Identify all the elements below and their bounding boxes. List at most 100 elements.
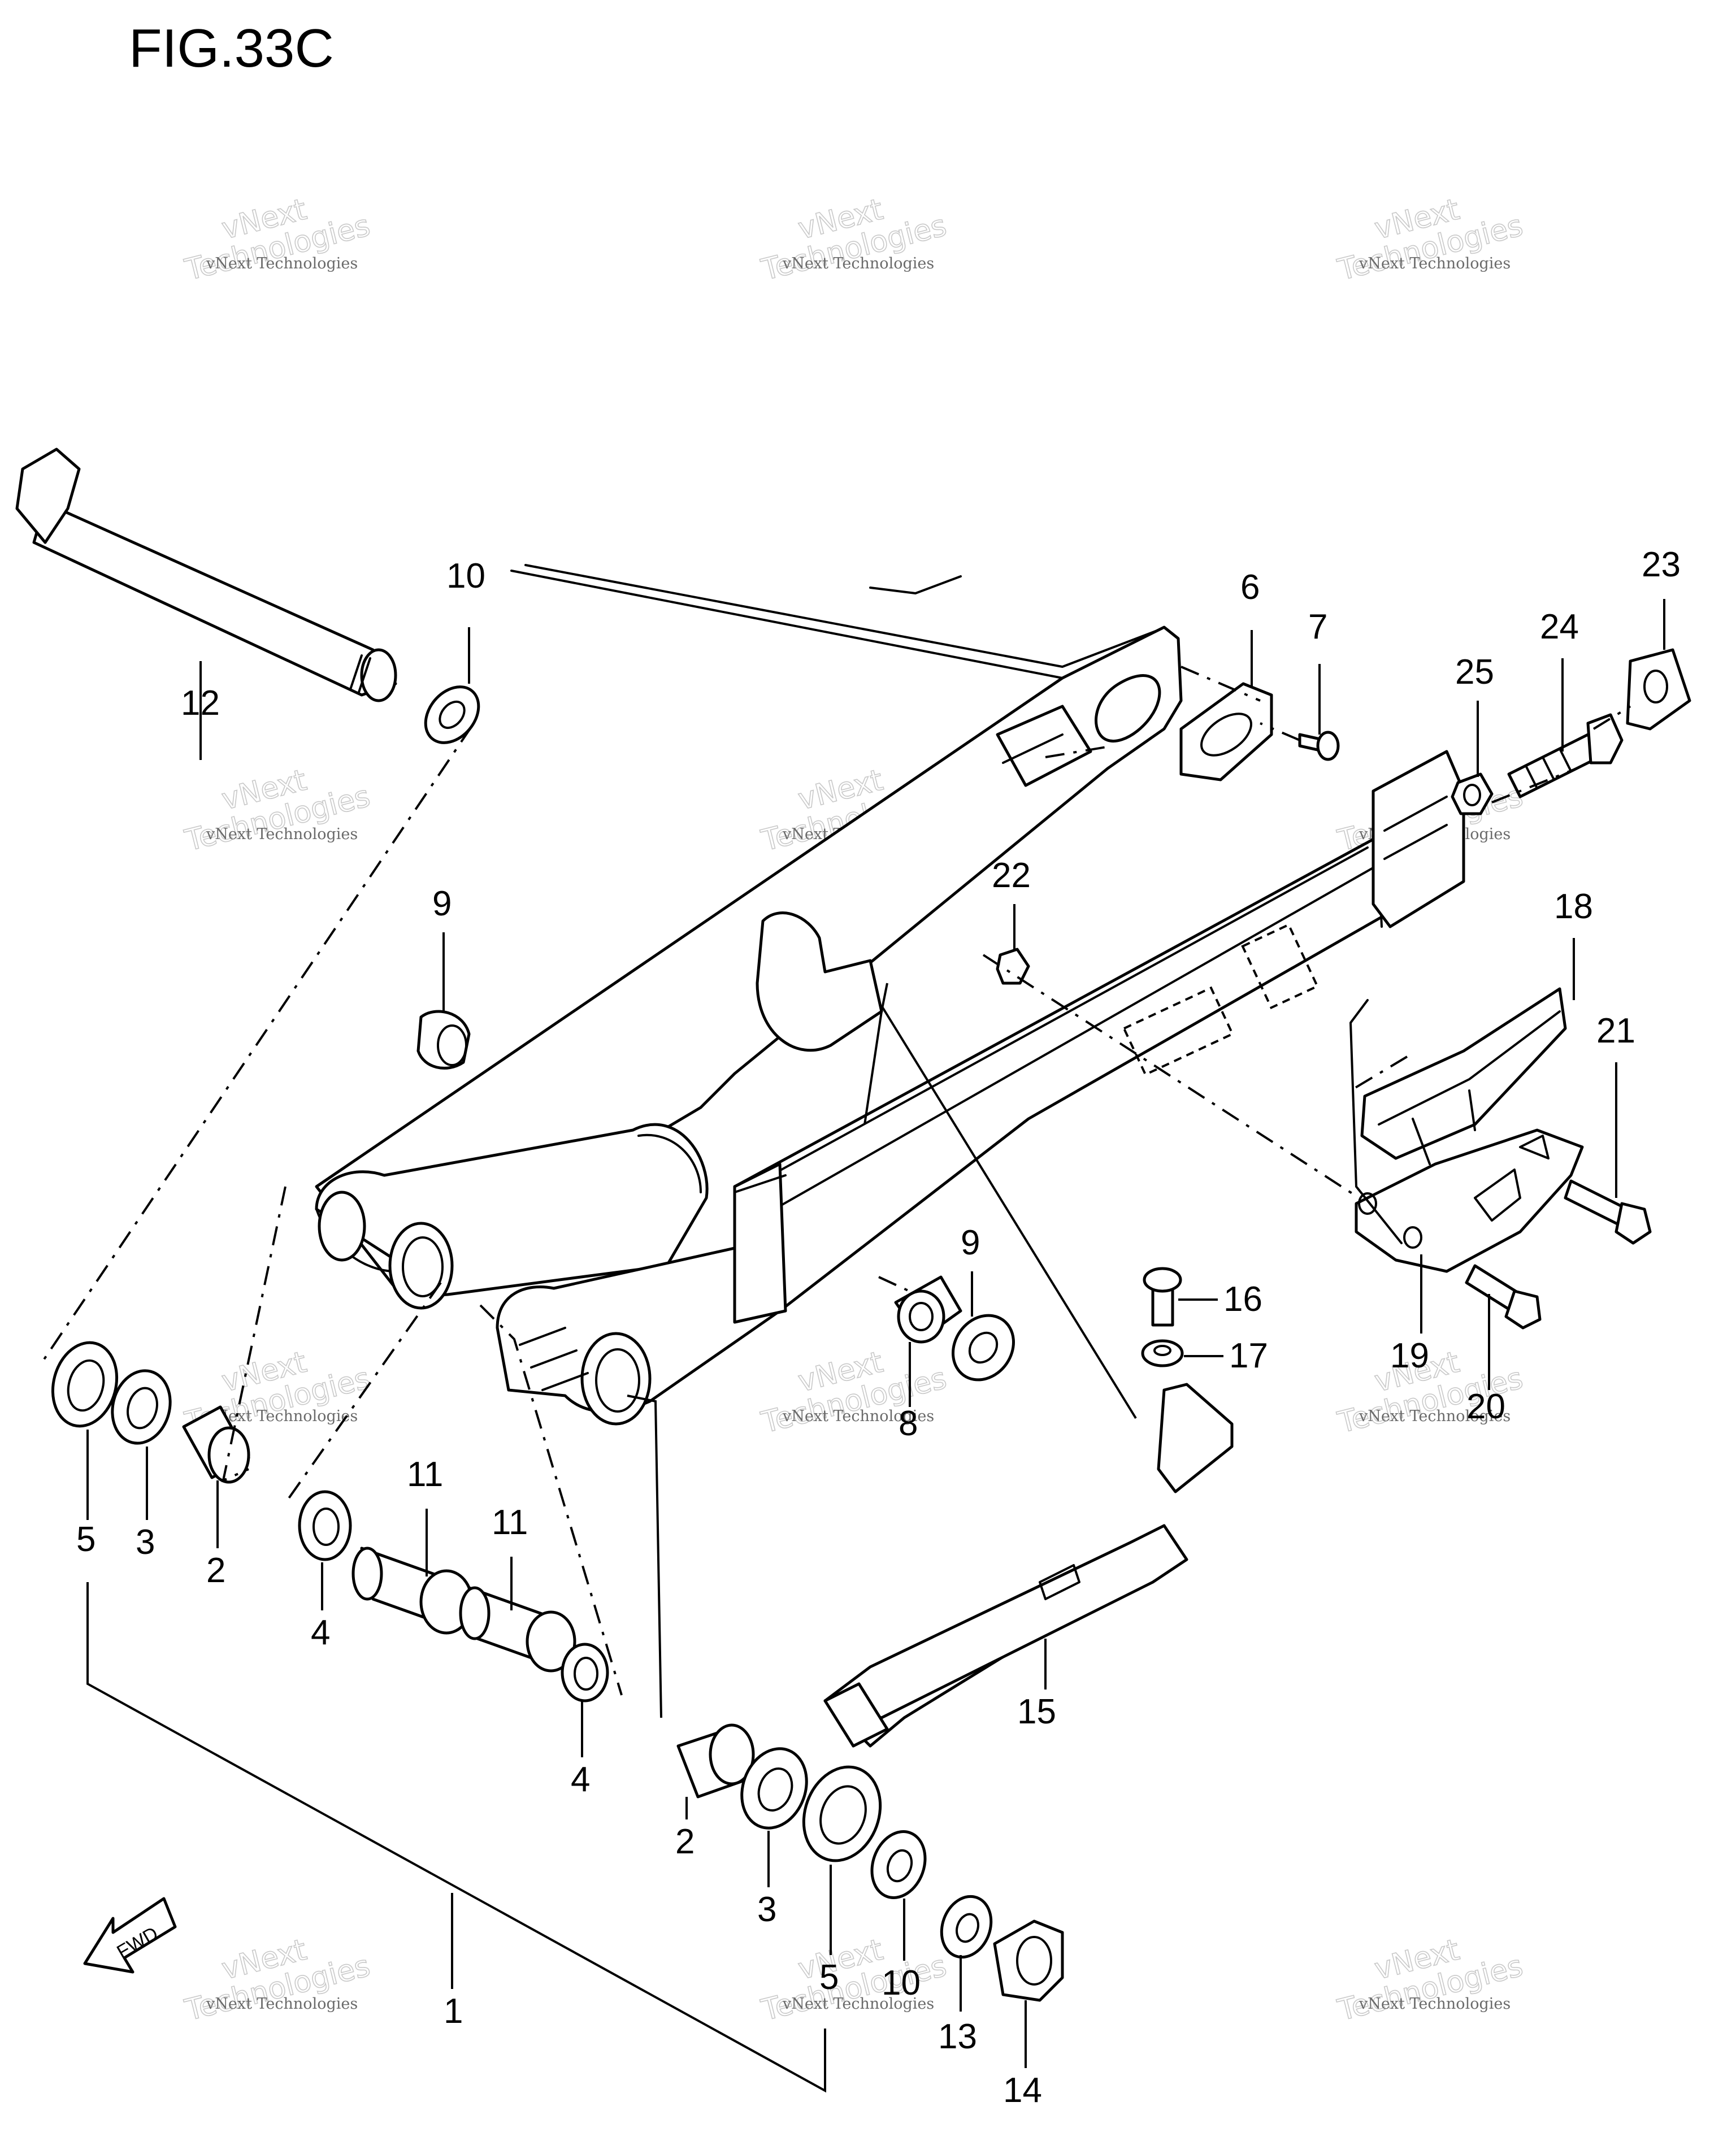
callout-2-left: 2 [206,1551,225,1590]
watermark-small: vNext Technologies [782,1995,934,2013]
nut-clip-hole [1643,670,1668,703]
callout-24: 24 [1540,607,1579,646]
part-16-screw [1143,1267,1182,1327]
bushing-face [709,1723,755,1786]
part-10-washer-lower [870,1830,927,1899]
collar-hole [968,1331,999,1364]
callout-18: 18 [1554,887,1593,926]
part-17-washer [1141,1339,1184,1367]
chain-slider-edge [1378,1010,1561,1126]
seal-body [802,1765,882,1862]
part-9-collar-lower [952,1314,1015,1382]
nut-hole [1463,784,1481,806]
callout-7: 7 [1308,607,1327,646]
part-9-collar-upper [416,1010,471,1070]
part-2-bushing-right [676,1723,755,1799]
watermark-small: vNext Technologies [1359,1408,1511,1425]
pivot-shaft-groove [349,654,371,693]
washer-hole [757,1767,793,1812]
washer-body [940,1895,993,1959]
callout-5-left: 5 [76,1520,96,1559]
watermark-small: vNext Technologies [1359,1995,1511,2013]
callout-21: 21 [1596,1011,1635,1050]
swingarm-edge [524,564,1160,668]
washer-body [424,685,480,744]
part-24-bolt [1507,713,1624,798]
swingarm-edge [1383,796,1448,832]
bearing-face [897,1289,945,1344]
chain-guide-tab [1039,1564,1080,1600]
bolt-head [1615,1202,1652,1245]
part-12-pivot-shaft [15,448,397,702]
part-19-chain-guide-bracket [1355,1128,1584,1273]
part-11-sleeve-b [459,1586,576,1673]
swingarm-label-outline [1241,923,1319,1010]
part-14-nut [993,1919,1064,2002]
callout-15: 15 [1017,1692,1056,1731]
collar-body [952,1314,1015,1382]
bracket-slot [1474,1169,1521,1222]
swingarm-edge [869,575,962,594]
part-25-nut [1451,772,1494,815]
screw-head [1143,1267,1182,1293]
bracket-slot [1519,1135,1550,1159]
watermark-small: vNext Technologies [206,826,358,843]
callout-11-b: 11 [492,1503,528,1542]
chain-slider-body [1360,987,1567,1160]
washer-body [870,1830,927,1899]
nut-clip-body [1626,648,1691,731]
swingarm-axle-slot [1095,674,1161,742]
part-21-bolt [1564,1179,1652,1245]
watermark-small: vNext Technologies [782,1408,934,1425]
washer-body [740,1747,808,1830]
pivot-boss-left [318,1191,366,1262]
bracket-body [1355,1128,1584,1273]
sleeve-end [459,1586,491,1640]
callout-10-upper: 10 [446,557,485,596]
bracket-hole [1358,1192,1377,1215]
seal-hole [313,1508,340,1546]
swingarm-edge [739,846,1369,1193]
chain-guide-mount [1157,1383,1234,1493]
part-7-screw [1298,731,1340,761]
swingarm-cross-brace [756,911,883,1052]
washer-body [1141,1339,1184,1367]
pivot-shaft-body [32,501,397,697]
part-20-bolt [1465,1264,1542,1330]
washer-hole [127,1387,158,1430]
part-10-washer-upper [424,685,480,744]
callout-9-lower: 9 [961,1223,980,1262]
watermark-small: vNext Technologies [782,255,934,272]
callout-16: 16 [1223,1280,1262,1319]
callout-4-right: 4 [571,1760,590,1799]
watermark-small: vNext Technologies [206,1408,358,1425]
nut-body [1451,772,1494,815]
part-4-seal-right [561,1643,609,1702]
callout-labels: 12 10 6 7 23 24 25 9 22 18 21 9 16 17 19… [76,545,1681,2110]
part-18-chain-slider [1360,987,1567,1165]
washer-hole [886,1849,913,1883]
nut-hole [1016,1936,1052,1986]
callout-5-right: 5 [819,1958,839,1997]
callout-12: 12 [181,684,220,723]
sleeve-end [351,1547,383,1601]
swingarm [315,564,1465,1426]
swingarm-edge [734,1174,787,1193]
assembly-lines [41,666,1631,1696]
callout-3-right: 3 [757,1890,776,1929]
part-6-chain-guide-plate [1179,682,1273,781]
callout-2-right: 2 [675,1822,695,1861]
seal-body [298,1490,352,1561]
part-23-nut-clip [1626,648,1691,731]
bolt-shank [1507,733,1601,798]
part-3-washer-right [740,1747,808,1830]
fwd-arrow: FWD [83,1897,177,1974]
bracket-hole [1403,1226,1422,1249]
part-5-seal-right [802,1765,882,1862]
chain-slider-edge [1412,1089,1476,1165]
callout-14: 14 [1003,2071,1042,2110]
bearing-hole [909,1302,934,1331]
swingarm-label-outline [1122,986,1234,1076]
callout-10-lower: 10 [882,1964,921,2003]
part-22-nut [996,948,1030,985]
